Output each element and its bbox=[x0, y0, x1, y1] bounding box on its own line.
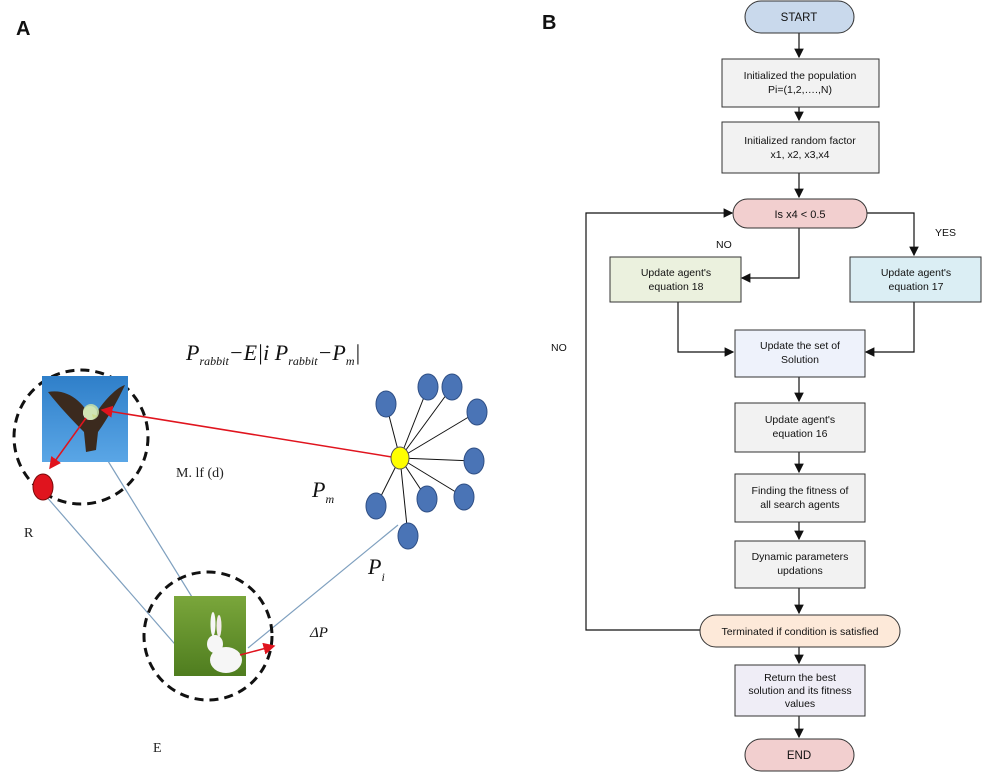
update-eq18-box: Update agent's equation 18 bbox=[609, 256, 742, 303]
svg-text:Solution: Solution bbox=[781, 354, 819, 366]
search-agent bbox=[463, 447, 485, 475]
search-agent bbox=[416, 485, 438, 513]
svg-text:Dynamic parameters: Dynamic parameters bbox=[752, 551, 849, 563]
svg-text:END: END bbox=[787, 750, 811, 762]
panel-a-label: A bbox=[16, 18, 31, 40]
update-solution-box: Update the set of Solution bbox=[734, 329, 866, 378]
no-branch-label: NO bbox=[716, 239, 732, 251]
svg-text:values: values bbox=[785, 698, 815, 710]
svg-text:equation 16: equation 16 bbox=[773, 428, 828, 440]
r-label: R bbox=[24, 526, 34, 541]
svg-text:x1, x2, x3,x4: x1, x2, x3,x4 bbox=[771, 149, 830, 161]
svg-text:Initialized the population: Initialized the population bbox=[744, 70, 857, 82]
search-agent bbox=[453, 483, 475, 511]
svg-text:START: START bbox=[781, 12, 818, 24]
r-dot bbox=[32, 473, 54, 501]
delta-p-arrow bbox=[239, 642, 276, 656]
loop-no-label: NO bbox=[551, 342, 567, 354]
hho-illustration: Prabbit−E|i Prabbit−Pm| M. lf (d) Pm Pi … bbox=[12, 340, 488, 756]
svg-text:Terminated if condition is sat: Terminated if condition is satisfied bbox=[722, 626, 879, 638]
dynamic-params-box: Dynamic parameters updations bbox=[734, 540, 866, 589]
update-eq17-box: Update agent's equation 17 bbox=[849, 256, 982, 303]
mlf-label: M. lf (d) bbox=[176, 466, 224, 481]
search-agent bbox=[397, 522, 419, 550]
search-agent bbox=[466, 398, 488, 426]
search-agent bbox=[417, 373, 439, 401]
panel-a: A bbox=[12, 18, 488, 756]
init-random-box: Initialized random factor x1, x2, x3,x4 bbox=[721, 121, 880, 174]
search-agent bbox=[441, 373, 463, 401]
svg-text:Initialized random factor: Initialized random factor bbox=[744, 135, 856, 147]
e-label: E bbox=[153, 741, 162, 756]
panel-b: B START bbox=[540, 0, 989, 773]
search-agent bbox=[365, 492, 387, 520]
start-node: START bbox=[744, 0, 855, 34]
svg-text:Update agent's: Update agent's bbox=[641, 267, 711, 279]
panel-b-label: B bbox=[542, 12, 557, 34]
rabbit-icon bbox=[174, 596, 246, 676]
svg-text:Return the best: Return the best bbox=[764, 672, 836, 684]
svg-text:equation 18: equation 18 bbox=[649, 281, 704, 293]
flowchart: START Initialized the population Pi=(1,2… bbox=[551, 0, 982, 772]
svg-text:Update the set of: Update the set of bbox=[760, 340, 840, 352]
connection-lines bbox=[44, 439, 399, 651]
svg-text:Pi=(1,2,….,N): Pi=(1,2,….,N) bbox=[768, 84, 832, 96]
end-node: END bbox=[744, 738, 855, 772]
hawk-neighborhood-circle bbox=[12, 368, 150, 506]
pi-label: Pi bbox=[367, 554, 385, 584]
svg-text:Is x4 < 0.5: Is x4 < 0.5 bbox=[774, 209, 825, 221]
yes-branch-label: YES bbox=[935, 227, 956, 239]
flow-connectors bbox=[585, 33, 919, 739]
hawk-to-r-arrow bbox=[49, 417, 87, 470]
terminate-node: Terminated if condition is satisfied bbox=[699, 614, 901, 648]
search-agent-to-hawk-arrow bbox=[100, 405, 399, 459]
fitness-box: Finding the fitness of all search agents bbox=[734, 473, 866, 523]
return-best-box: Return the best solution and its fitness… bbox=[734, 664, 866, 717]
decision-node: Is x4 < 0.5 bbox=[732, 198, 868, 229]
svg-text:updations: updations bbox=[777, 565, 823, 577]
svg-text:solution and its fitness: solution and its fitness bbox=[748, 685, 851, 697]
search-agents bbox=[365, 373, 488, 550]
svg-text:Finding the fitness of: Finding the fitness of bbox=[752, 485, 849, 497]
delta-p-label: ΔP bbox=[309, 625, 328, 641]
search-agent bbox=[375, 390, 397, 418]
update-eq16-box: Update agent's equation 16 bbox=[734, 402, 866, 453]
svg-text:Update agent's: Update agent's bbox=[765, 414, 835, 426]
init-population-box: Initialized the population Pi=(1,2,….,N) bbox=[721, 58, 880, 108]
svg-text:all search agents: all search agents bbox=[760, 499, 839, 511]
svg-text:equation 17: equation 17 bbox=[889, 281, 944, 293]
pm-label: Pm bbox=[311, 477, 334, 506]
formula: Prabbit−E|i Prabbit−Pm| bbox=[185, 340, 361, 368]
rabbit-neighborhood-circle bbox=[142, 570, 274, 702]
svg-text:Update agent's: Update agent's bbox=[881, 267, 951, 279]
current-agent-dot bbox=[390, 446, 410, 470]
